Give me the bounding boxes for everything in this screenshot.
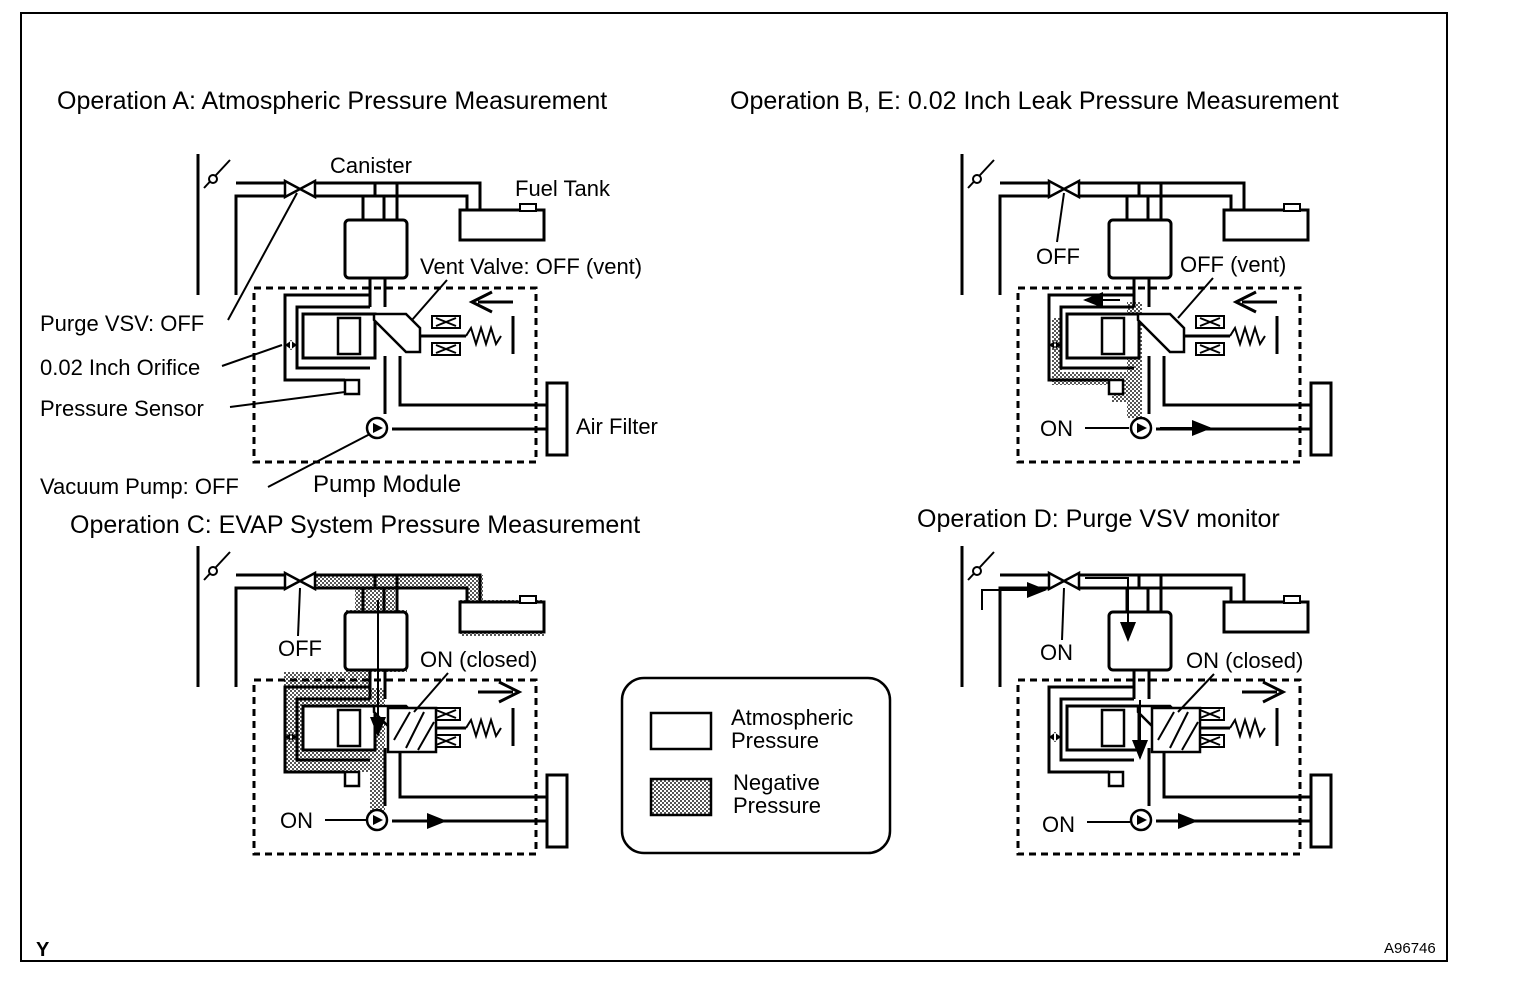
op-be-vent-flow-arrow (1232, 290, 1277, 314)
op-a-vent-valve-label: Vent Valve: OFF (vent) (420, 254, 642, 279)
op-d-schematic (960, 544, 1333, 856)
op-be-schematic (960, 152, 1333, 464)
panel-operation-be: Operation B, E: 0.02 Inch Leak Pressure … (730, 87, 1339, 464)
op-a-fuel-tank-label: Fuel Tank (515, 176, 611, 201)
legend-negative-line2: Pressure (733, 793, 821, 818)
footer-left-code: Y (36, 939, 50, 961)
op-a-pressure-sensor-label: Pressure Sensor (40, 396, 204, 421)
op-d-pump-label: ON (1042, 812, 1075, 837)
legend-negative-line1: Negative (733, 770, 820, 795)
legend-swatch-negative (649, 777, 713, 817)
legend: Atmospheric Pressure Negative Pressure (620, 676, 892, 855)
panel-operation-d: Operation D: Purge VSV monitor ON ON (cl… (917, 505, 1333, 856)
figure-frame (20, 12, 1448, 962)
op-d-vsv-label: ON (1040, 640, 1073, 665)
op-c-title: Operation C: EVAP System Pressure Measur… (70, 511, 640, 539)
op-a-pump-module-label: Pump Module (313, 471, 461, 498)
op-a-purge-vsv-label: Purge VSV: OFF (40, 311, 204, 336)
op-d-title: Operation D: Purge VSV monitor (917, 505, 1280, 533)
op-d-vent-flow-arrow (1242, 680, 1287, 704)
op-be-pump-label: ON (1040, 416, 1073, 441)
op-a-orifice-label: 0.02 Inch Orifice (40, 355, 200, 380)
legend-atmospheric-line1: Atmospheric (731, 705, 853, 730)
panel-operation-c: Operation C: EVAP System Pressure Measur… (70, 511, 640, 856)
op-c-pump-label: ON (280, 808, 313, 833)
op-be-vsv-label: OFF (1036, 244, 1080, 269)
op-a-air-filter-label: Air Filter (576, 414, 658, 439)
op-a-schematic (196, 152, 569, 464)
op-a-title: Operation A: Atmospheric Pressure Measur… (57, 87, 607, 115)
figure-id: A96746 (1384, 940, 1436, 957)
op-c-vent-flow-arrow (478, 680, 523, 704)
op-d-vent-valve-closed (1150, 706, 1202, 754)
op-a-vent-flow-arrow (468, 290, 513, 314)
op-d-vent-label: ON (closed) (1186, 648, 1303, 673)
op-d-flow-arrow-intake (981, 582, 1047, 610)
op-be-vent-label: OFF (vent) (1180, 252, 1286, 277)
op-c-vent-valve-closed (386, 706, 438, 754)
panel-operation-a: Operation A: Atmospheric Pressure Measur… (40, 87, 658, 499)
op-c-vsv-label: OFF (278, 636, 322, 661)
op-c-vent-label: ON (closed) (420, 647, 537, 672)
op-a-canister-label: Canister (330, 153, 412, 178)
op-d-flow-arrow-canister (1085, 577, 1136, 642)
op-be-title: Operation B, E: 0.02 Inch Leak Pressure … (730, 87, 1339, 115)
op-a-vacuum-pump-label: Vacuum Pump: OFF (40, 474, 239, 499)
legend-atmospheric-line2: Pressure (731, 728, 819, 753)
legend-swatch-atmospheric (649, 711, 713, 751)
